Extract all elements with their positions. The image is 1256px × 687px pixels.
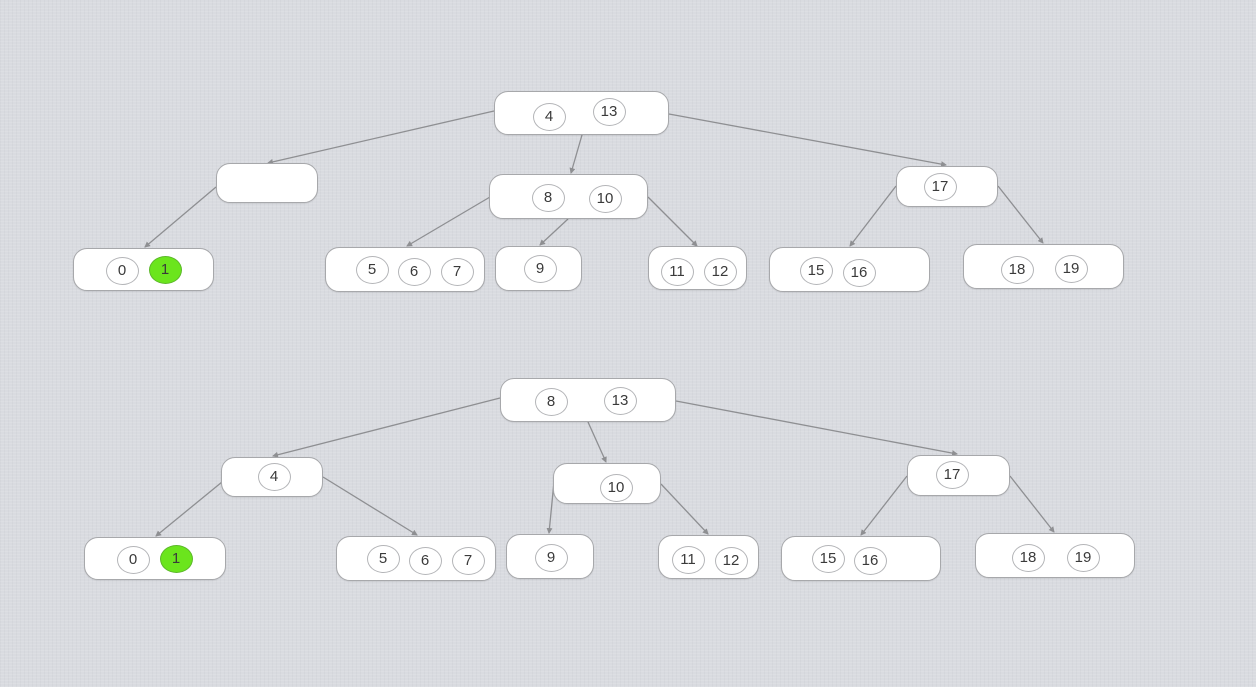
key-circle: 8 (531, 184, 565, 212)
tree1-edge-c-g (539, 218, 569, 246)
key-circle: 1 (148, 256, 182, 284)
key-circle: 18 (1000, 256, 1034, 284)
key-circle: 7 (440, 258, 474, 286)
tree2-node-b: 4 (221, 457, 323, 497)
key-circle: 13 (603, 387, 637, 415)
key-circle: 17 (923, 173, 957, 201)
key-circle: 10 (588, 185, 622, 213)
key-circle: 19 (1066, 544, 1100, 572)
tree2-edge-a-c (587, 421, 607, 463)
tree2-node-c: 10 (553, 463, 661, 504)
key-circle: 17 (935, 461, 969, 489)
tree1-edge-c-f (406, 196, 491, 247)
key-circle: 4 (532, 103, 566, 131)
key-circle: 12 (714, 547, 748, 575)
key-circle: 15 (799, 257, 833, 285)
key-circle: 10 (599, 474, 633, 502)
tree1-node-c: 8 10 (489, 174, 648, 219)
tree1-node-b (216, 163, 318, 203)
tree1-edge-a-c (569, 134, 583, 174)
tree2-edge-c-h (660, 483, 709, 535)
tree1-edge-d-j (997, 185, 1044, 244)
tree2-edge-a-b (272, 397, 501, 458)
key-circle: 5 (355, 256, 389, 284)
key-circle: 4 (257, 463, 291, 491)
tree1-node-g: 9 (495, 246, 582, 291)
key-circle: 15 (811, 545, 845, 573)
tree1-edge-c-h (647, 196, 698, 247)
key-circle: 18 (1011, 544, 1045, 572)
tree1-edge-b-e (144, 186, 217, 248)
tree2-edge-d-i (860, 475, 908, 536)
key-circle: 5 (366, 545, 400, 573)
key-circle: 11 (660, 258, 694, 286)
tree1-edge-a-b (267, 110, 495, 165)
tree1-node-d: 17 (896, 166, 998, 207)
tree2-edge-d-j (1009, 475, 1055, 533)
key-circle: 6 (408, 547, 442, 575)
tree2-node-g: 9 (506, 534, 594, 579)
tree2-edge-a-d (675, 400, 958, 457)
tree1-edge-a-d (668, 113, 947, 168)
key-circle: 16 (853, 547, 887, 575)
key-circle: 0 (105, 257, 139, 285)
key-circle: 11 (671, 546, 705, 574)
key-circle: 1 (159, 545, 193, 573)
tree1-node-h: 11 12 (648, 246, 747, 290)
key-circle: 16 (842, 259, 876, 287)
tree2-edge-b-f (322, 476, 418, 536)
key-circle: 7 (451, 547, 485, 575)
key-circle: 13 (592, 98, 626, 126)
tree1-node-a: 4 13 (494, 91, 669, 135)
key-circle: 12 (703, 258, 737, 286)
key-circle: 9 (534, 544, 568, 572)
tree2-edge-b-e (155, 481, 223, 537)
key-circle: 19 (1054, 255, 1088, 283)
key-circle: 8 (534, 388, 568, 416)
tree2-node-a: 8 13 (500, 378, 676, 422)
tree2-node-d: 17 (907, 455, 1010, 496)
key-circle: 6 (397, 258, 431, 286)
tree1-edge-d-i (849, 185, 897, 247)
key-circle: 0 (116, 546, 150, 574)
key-circle: 9 (523, 255, 557, 283)
tree2-node-h: 11 12 (658, 535, 759, 579)
